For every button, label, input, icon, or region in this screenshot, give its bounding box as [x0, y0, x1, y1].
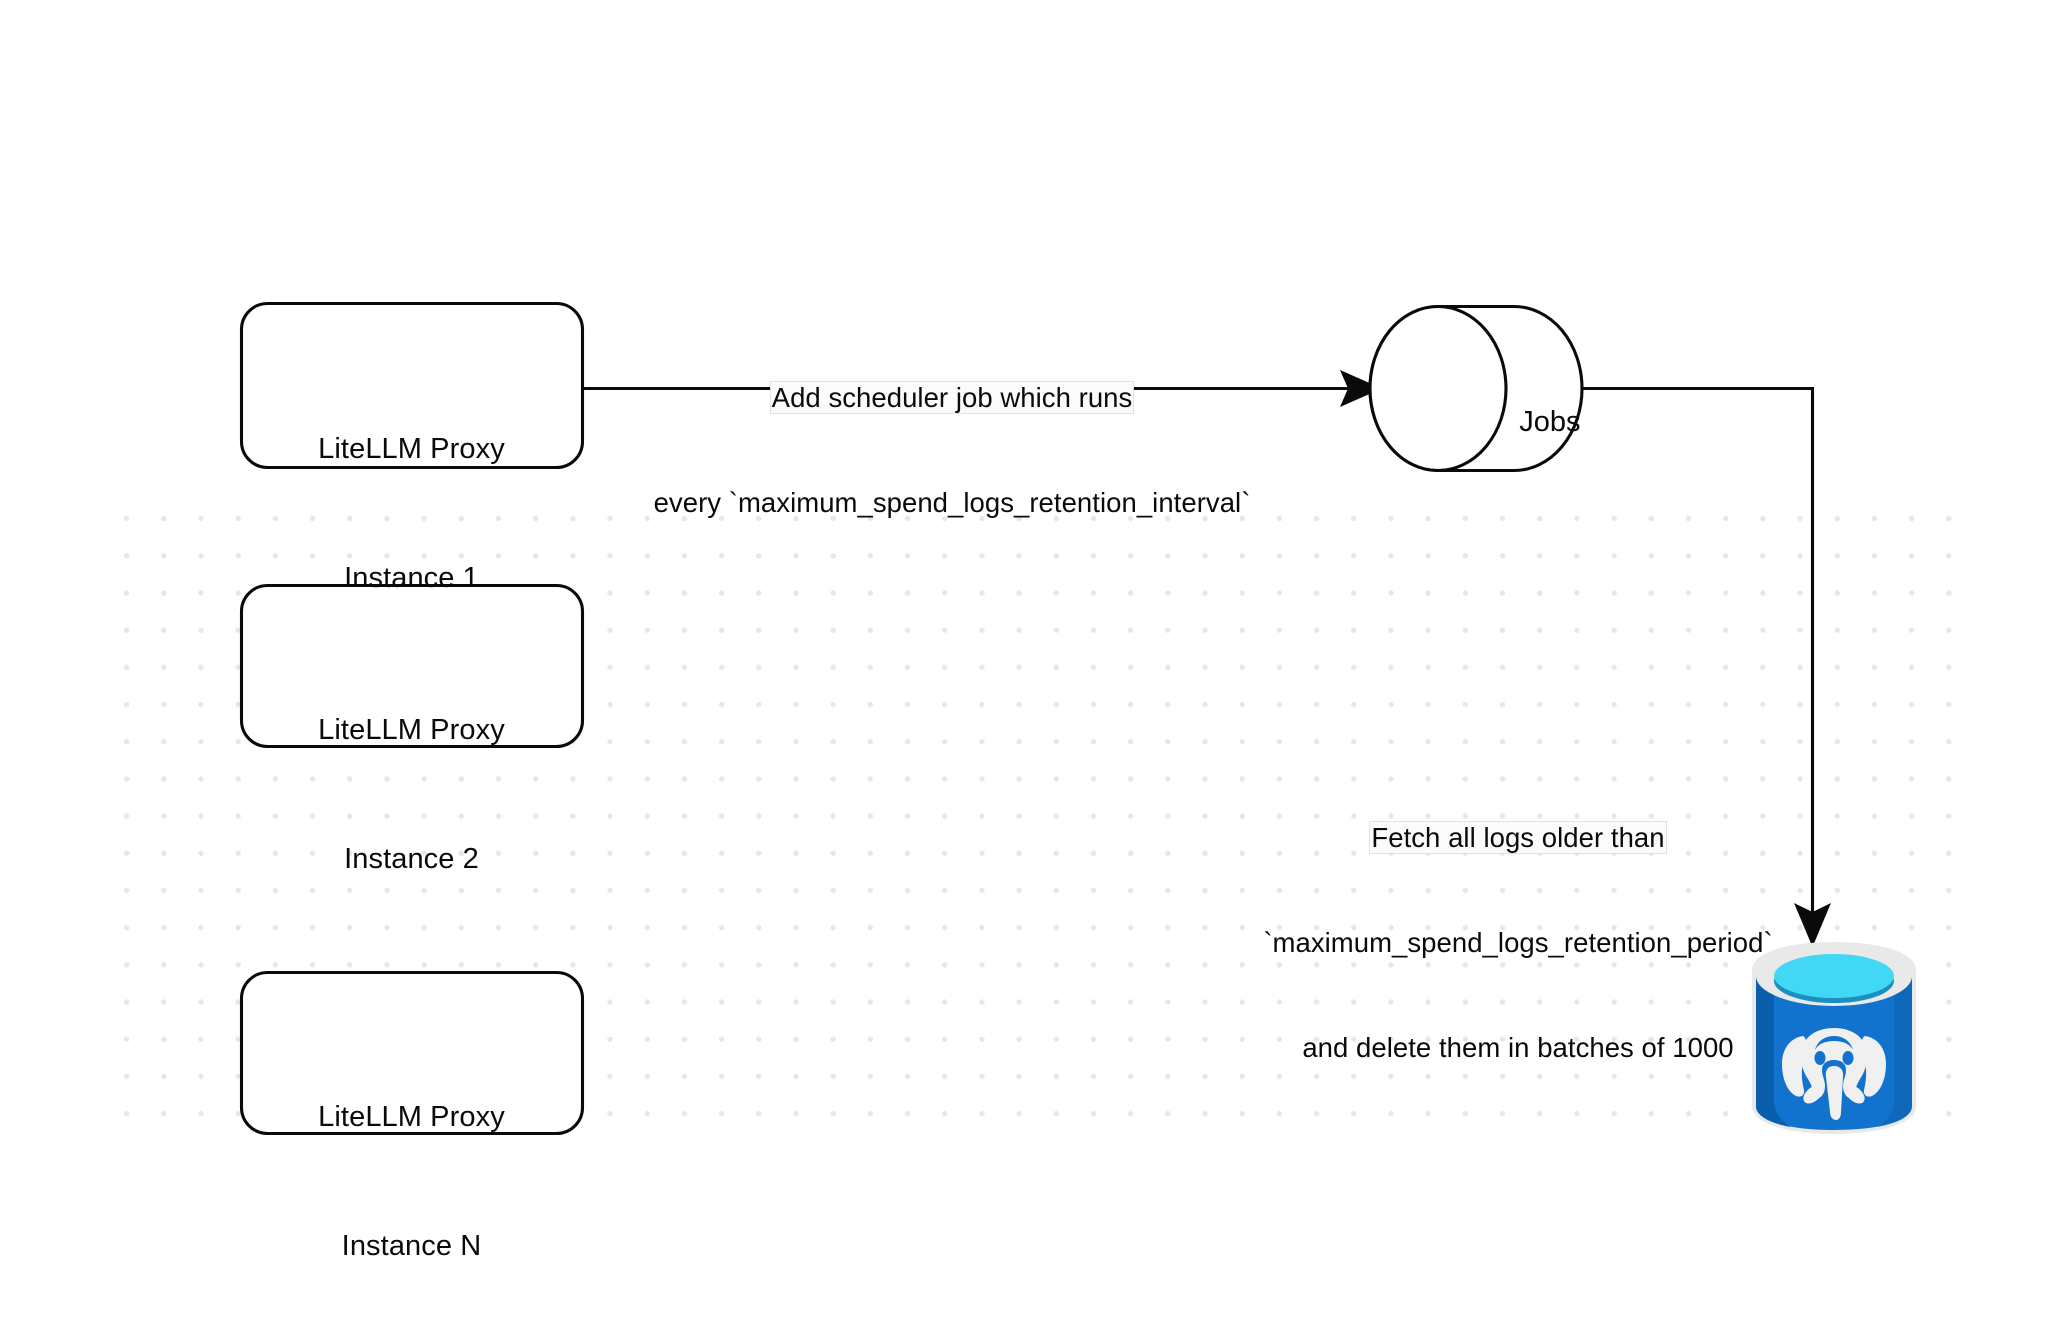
- postgres-body-shade-left: [1756, 976, 1790, 1127]
- postgres-elephant-detail: [1814, 1036, 1854, 1065]
- postgres-top-fill: [1774, 954, 1894, 998]
- edge-scheduler-arrowhead: [1340, 370, 1382, 407]
- postgresql-database-icon[interactable]: [1748, 940, 1920, 1136]
- node-jobs-label-text: Jobs: [1519, 406, 1581, 438]
- edge-scheduler-label: Add scheduler job which runs every `maxi…: [602, 310, 1302, 590]
- edge-cleanup-label-line3: and delete them in batches of 1000: [1302, 1032, 1734, 1063]
- postgres-body-shade-right: [1878, 976, 1912, 1127]
- node-jobs-cylinder-face: [1368, 304, 1508, 473]
- edge-cleanup-label: Fetch all logs older than `maximum_spend…: [1238, 750, 1798, 1135]
- edge-cleanup-arrowhead: [1794, 903, 1831, 947]
- edge-scheduler-label-line1: Add scheduler job which runs: [770, 382, 1134, 413]
- node-jobs-label: Jobs: [1487, 371, 1581, 473]
- node-proxy-instance-2[interactable]: [239, 583, 585, 749]
- edge-cleanup-line: [1582, 386, 1815, 934]
- node-proxy-instance-1[interactable]: [239, 301, 585, 470]
- edge-scheduler-label-line2: every `maximum_spend_logs_retention_inte…: [653, 487, 1251, 518]
- node-proxy-instance-n[interactable]: [239, 970, 585, 1136]
- edge-cleanup-label-line2: `maximum_spend_logs_retention_period`: [1263, 927, 1773, 958]
- edge-cleanup-label-line1: Fetch all logs older than: [1370, 822, 1666, 853]
